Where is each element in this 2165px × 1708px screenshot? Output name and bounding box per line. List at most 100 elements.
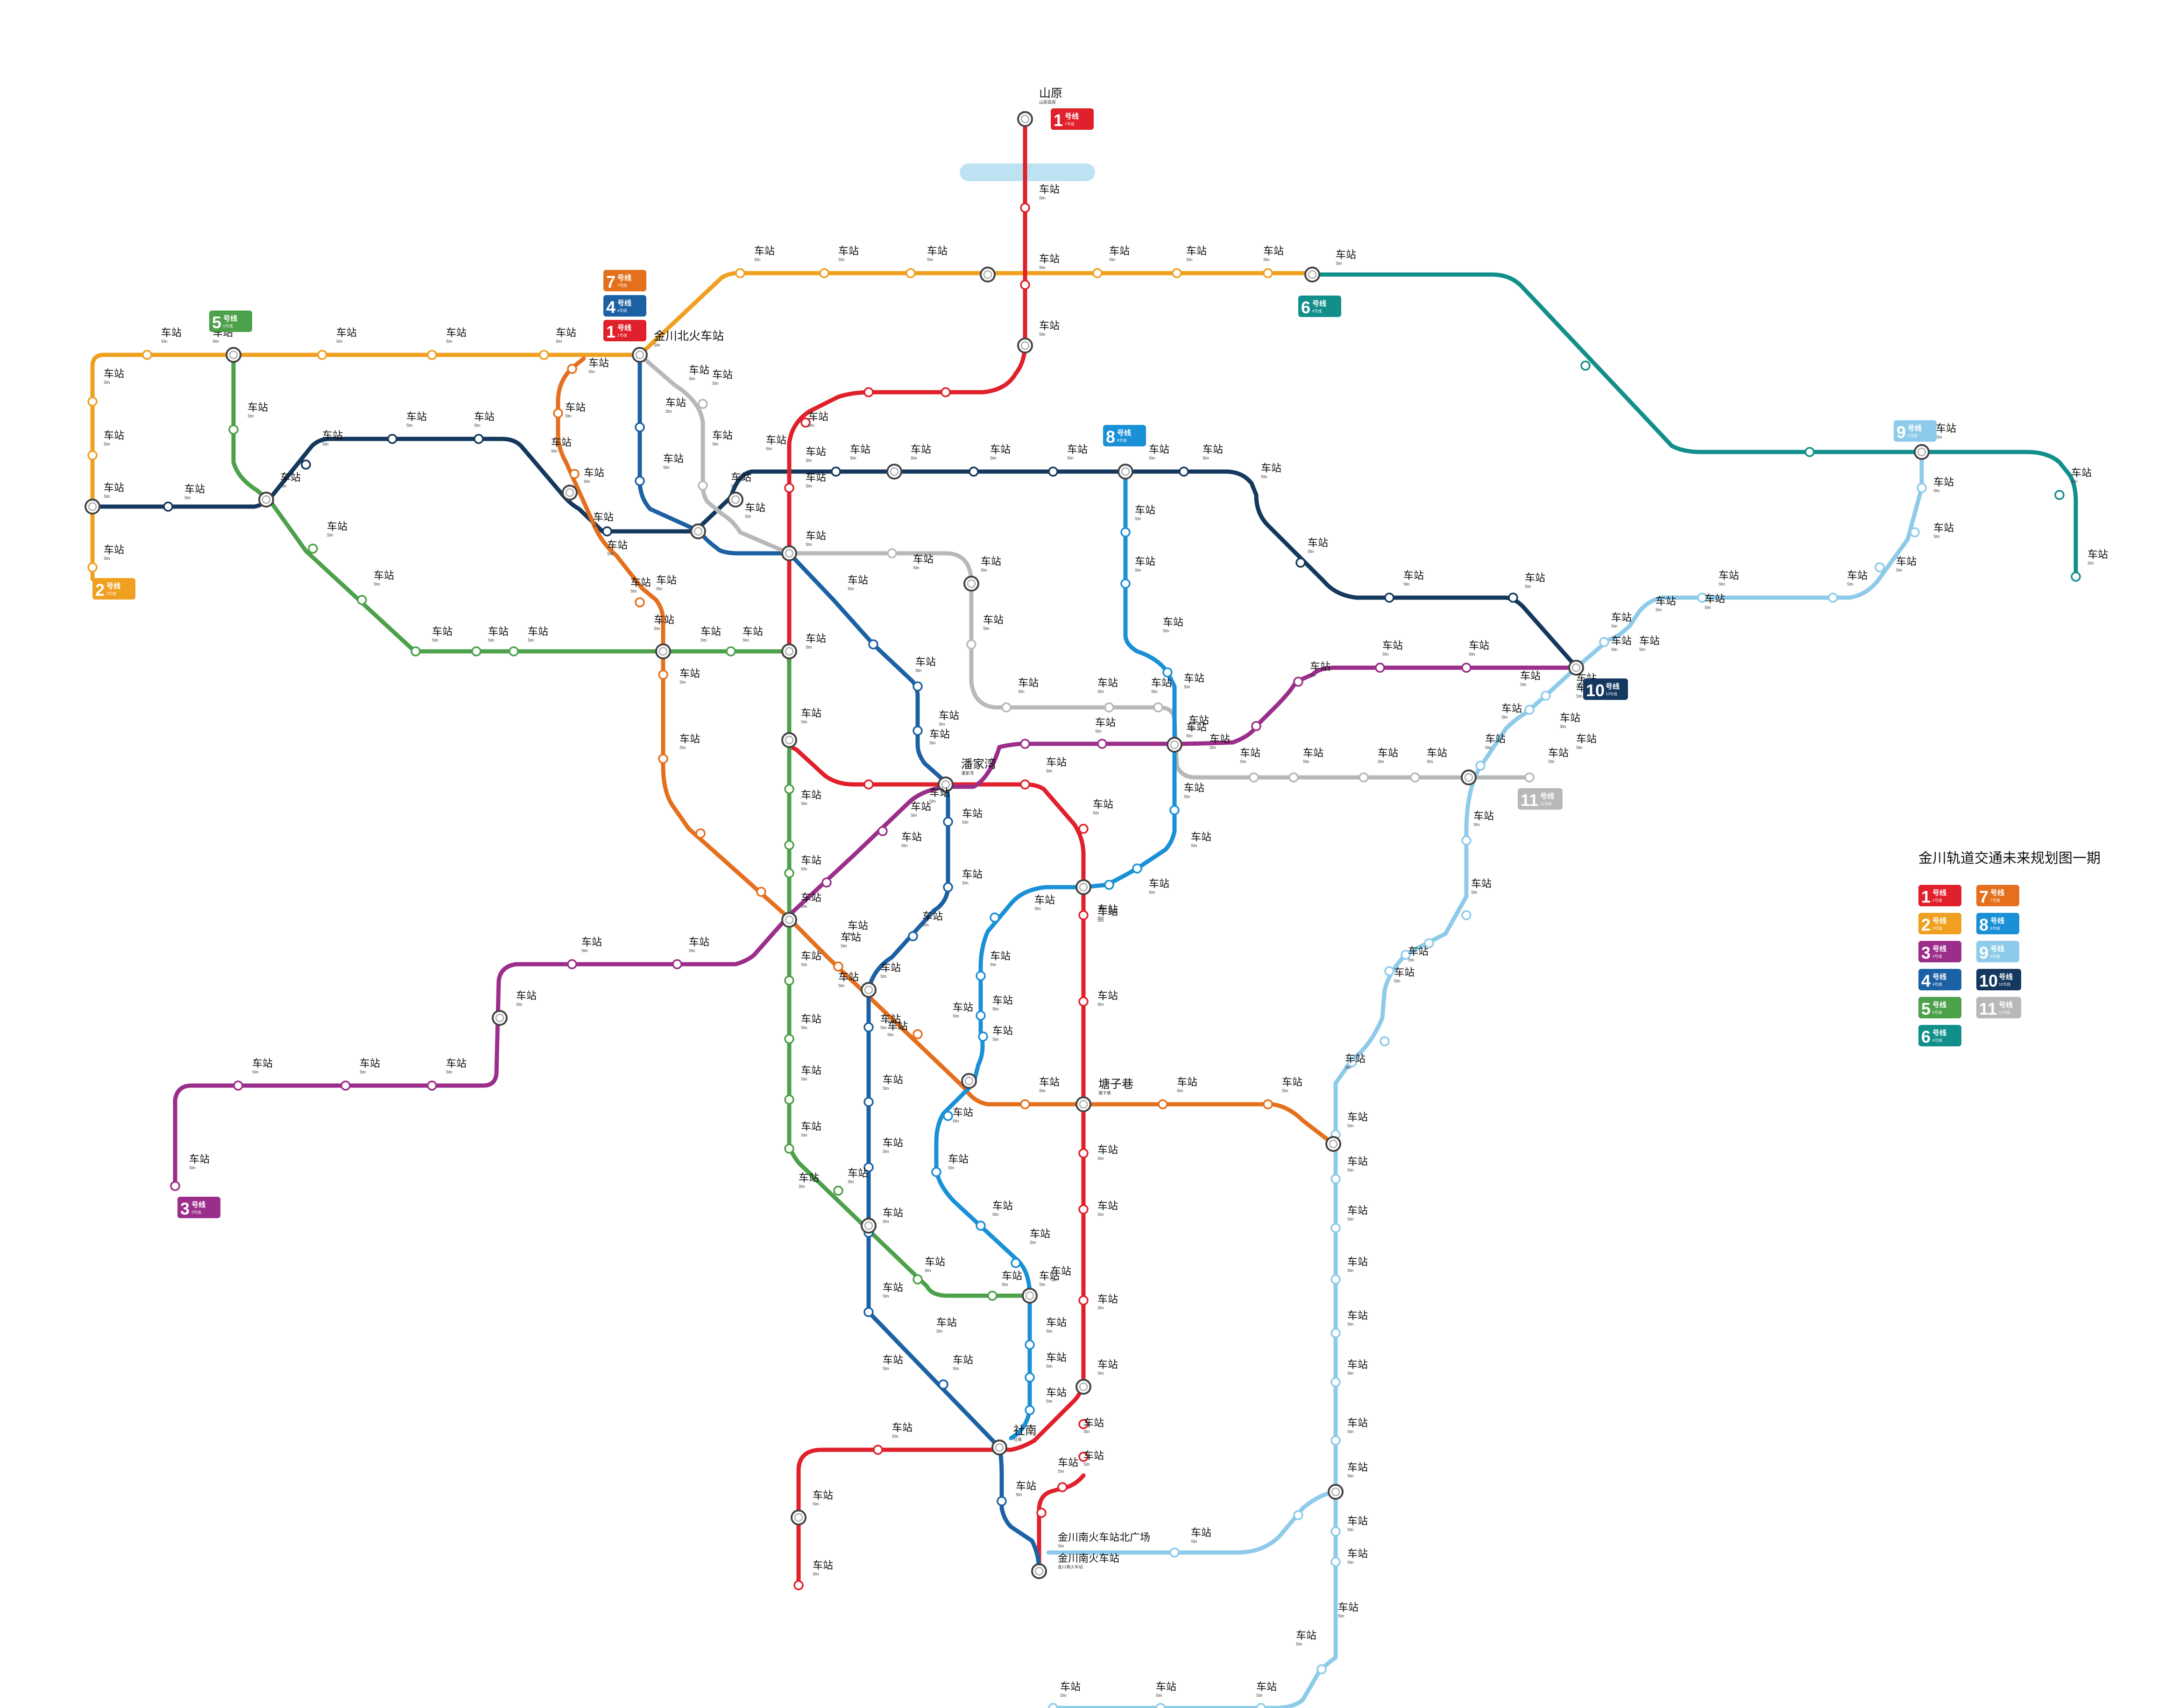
line-2-station[interactable]	[1172, 268, 1182, 278]
line-4-station[interactable]	[863, 1307, 874, 1317]
interchange-station[interactable]	[1461, 769, 1477, 785]
line-1-station[interactable]	[1078, 1295, 1089, 1306]
interchange-station[interactable]	[791, 1510, 807, 1525]
line-6-station[interactable]	[1580, 360, 1591, 371]
line-11-station[interactable]	[698, 399, 708, 409]
line-11-station[interactable]	[1249, 772, 1259, 783]
line-4-station[interactable]	[863, 1162, 874, 1172]
interchange-station[interactable]	[632, 347, 648, 363]
station-jinchuan-south-plaza-label[interactable]: 金川南火车站北广场	[1058, 1532, 1150, 1543]
line-8-station[interactable]	[1011, 1258, 1021, 1268]
interchange-station[interactable]	[1914, 444, 1930, 460]
line-9-station[interactable]	[1875, 562, 1885, 572]
line-5-station[interactable]	[228, 424, 239, 435]
line-7-station[interactable]	[658, 754, 668, 764]
line-9-station[interactable]	[1461, 910, 1472, 920]
line-9-station[interactable]	[1910, 527, 1920, 537]
line-1-station[interactable]	[1078, 910, 1089, 920]
line-11-station[interactable]	[698, 480, 708, 491]
interchange-station[interactable]	[1017, 111, 1033, 127]
line-3-station[interactable]	[821, 877, 832, 888]
line-9-station[interactable]	[1169, 1547, 1180, 1558]
line-8-station[interactable]	[976, 971, 986, 981]
line-3-station[interactable]	[170, 1181, 180, 1191]
line-9-station[interactable]	[1316, 1664, 1327, 1674]
interchange-station[interactable]	[861, 1218, 877, 1234]
line-2-station[interactable]	[1092, 268, 1103, 278]
line-7-station[interactable]	[833, 961, 843, 972]
line-3-station[interactable]	[1375, 663, 1385, 673]
line-6-station[interactable]	[2054, 490, 2065, 500]
line-2-station[interactable]	[1263, 268, 1273, 278]
line-9-station[interactable]	[1541, 691, 1551, 701]
line-8-station[interactable]	[1162, 667, 1173, 678]
line-9-station[interactable]	[1475, 761, 1486, 771]
interchange-station[interactable]	[861, 982, 877, 998]
line-11-station[interactable]	[966, 639, 976, 649]
line-10-station[interactable]	[1179, 466, 1189, 477]
line-9-station[interactable]	[1048, 1703, 1058, 1708]
line-9-station[interactable]	[1380, 1036, 1390, 1046]
line-11-station[interactable]	[1104, 702, 1114, 713]
line-1-station[interactable]	[793, 1580, 804, 1590]
line-9-station[interactable]	[1330, 1223, 1341, 1233]
line-8-station[interactable]	[931, 1167, 941, 1177]
line-8-station[interactable]	[976, 1010, 986, 1021]
line-1-station[interactable]	[1078, 996, 1089, 1007]
interchange-station[interactable]	[1031, 1563, 1047, 1579]
line-8-station[interactable]	[1169, 805, 1180, 815]
line-5-station[interactable]	[987, 1291, 998, 1301]
line-4-station[interactable]	[635, 422, 645, 432]
interchange-station[interactable]	[886, 464, 902, 480]
interchange-station[interactable]	[938, 776, 954, 792]
line-4-station[interactable]	[908, 931, 918, 941]
line-8-station[interactable]	[1120, 527, 1131, 537]
interchange-station[interactable]	[781, 643, 797, 659]
line-4-station[interactable]	[938, 1379, 948, 1390]
interchange-station[interactable]	[1568, 660, 1584, 676]
line-9-station[interactable]	[1401, 950, 1411, 960]
station-jinchuan-south-label[interactable]: 金川南火车站	[1058, 1553, 1119, 1564]
line-9-station[interactable]	[1155, 1703, 1166, 1708]
line-1-station[interactable]	[863, 779, 874, 790]
line-7-station[interactable]	[913, 1029, 923, 1039]
line-4-station[interactable]	[863, 1097, 874, 1107]
interchange-station[interactable]	[1017, 338, 1033, 353]
line-5-station[interactable]	[357, 595, 367, 605]
interchange-station[interactable]	[980, 267, 996, 282]
line-4-station[interactable]	[635, 476, 645, 486]
line-1-station[interactable]	[1078, 1452, 1089, 1462]
line-2-station[interactable]	[427, 350, 437, 360]
line-2-station[interactable]	[819, 268, 829, 278]
line-2-station[interactable]	[906, 268, 916, 278]
line-7-station[interactable]	[658, 670, 668, 680]
interchange-station[interactable]	[1325, 1136, 1341, 1152]
station-panjiawan-label[interactable]: 潘家湾	[961, 758, 996, 771]
line-1-station[interactable]	[863, 387, 874, 397]
line-2-station[interactable]	[87, 396, 98, 407]
line-1-station[interactable]	[1036, 1508, 1047, 1518]
line-11-station[interactable]	[1410, 772, 1420, 783]
line-8-station[interactable]	[1025, 1405, 1035, 1415]
line-2-station[interactable]	[87, 450, 98, 460]
line-1-station[interactable]	[1020, 779, 1030, 790]
line-5-station[interactable]	[784, 1094, 794, 1105]
line-4-station[interactable]	[997, 1496, 1007, 1506]
line-4-station[interactable]	[943, 817, 953, 827]
line-11-station[interactable]	[1153, 702, 1163, 713]
line-3-station[interactable]	[1293, 677, 1303, 687]
line-3-station[interactable]	[672, 959, 682, 969]
